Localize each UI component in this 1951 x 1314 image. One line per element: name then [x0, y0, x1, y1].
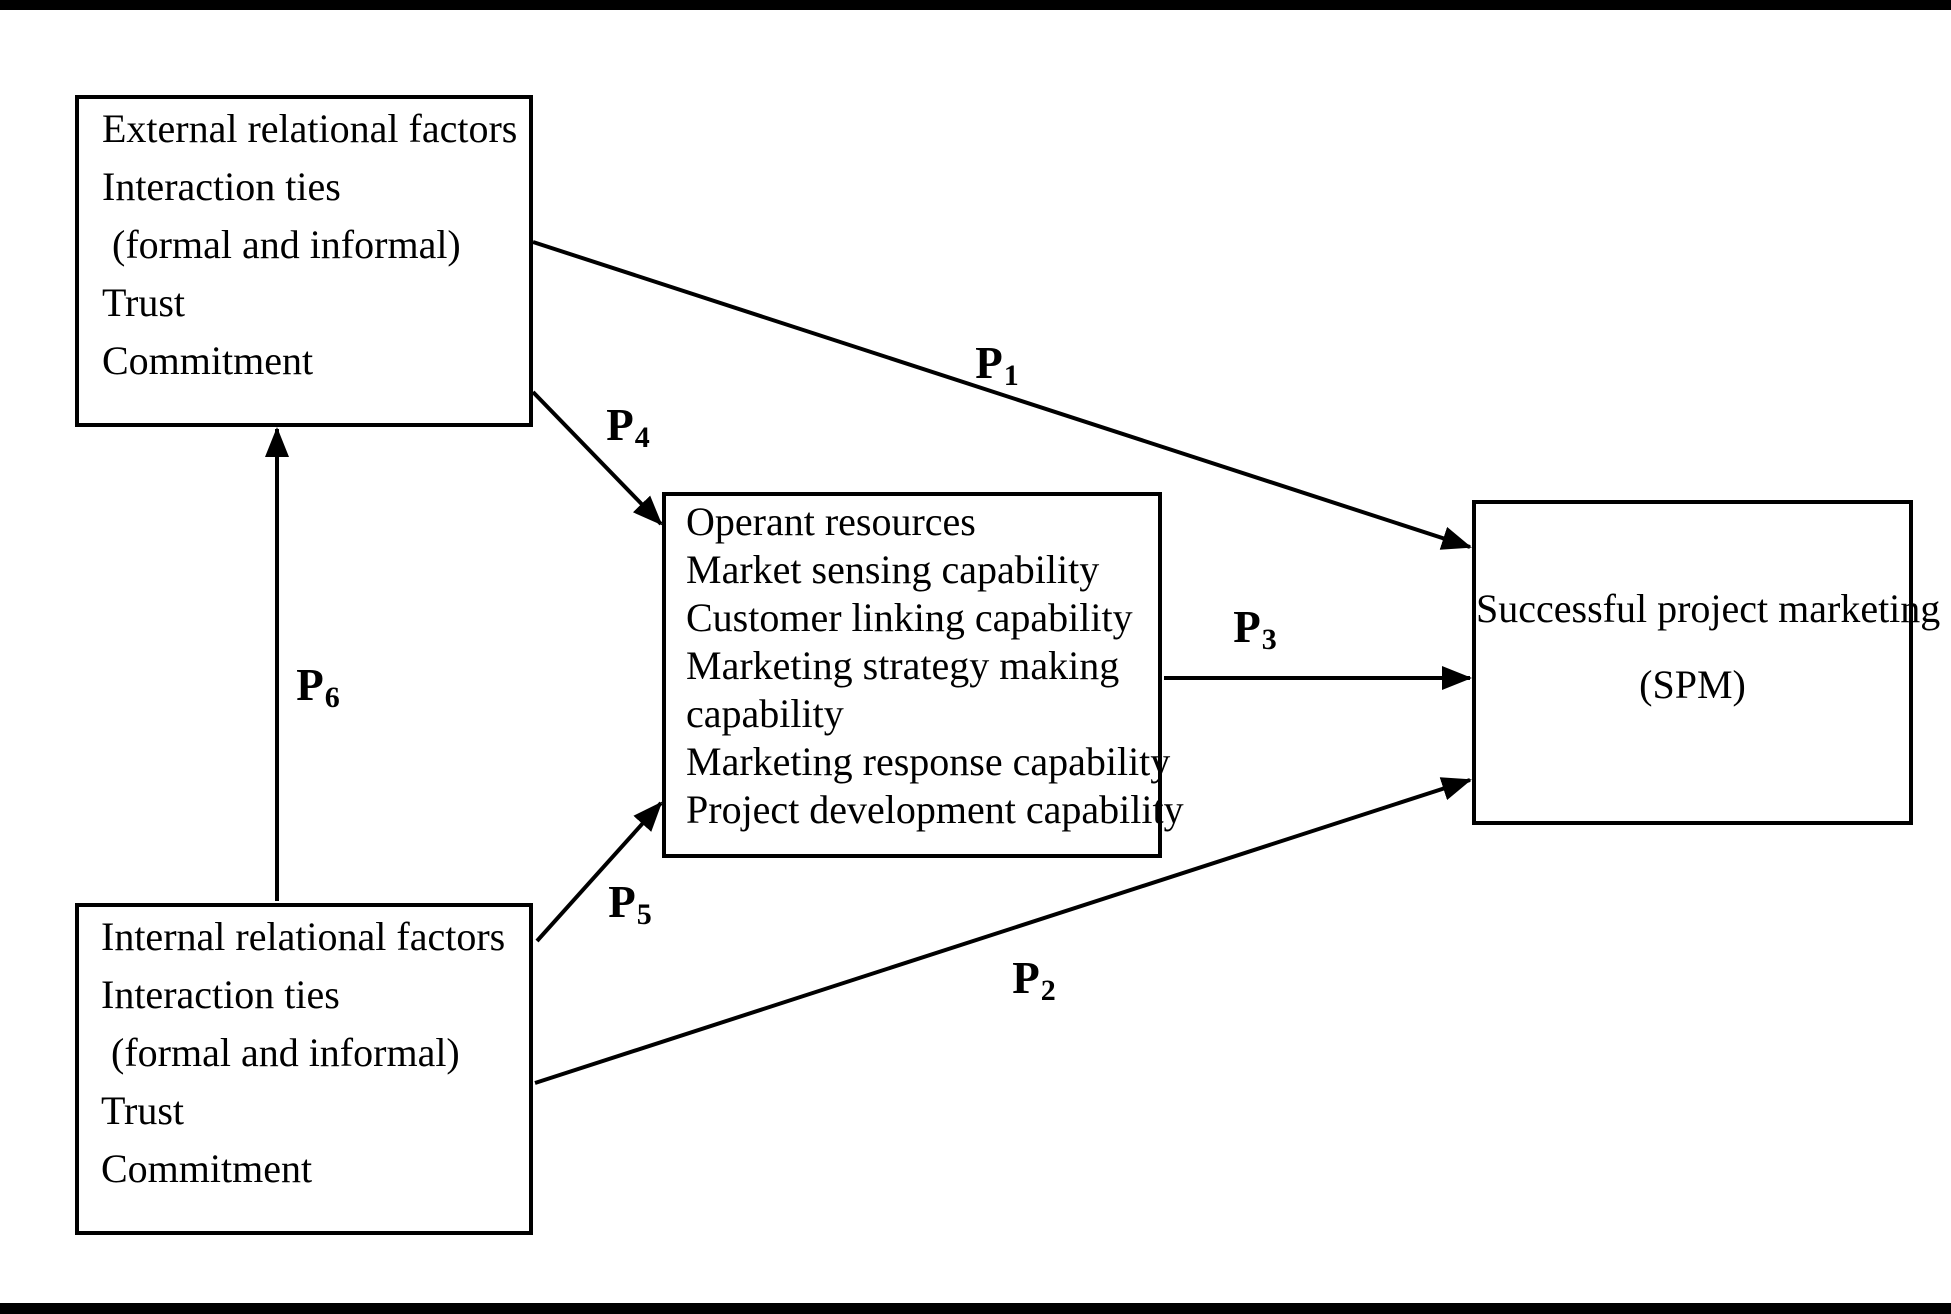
- arrow-label-p5: P5: [608, 876, 652, 931]
- box-line: Market sensing capability: [686, 547, 1100, 592]
- label-base: P: [296, 660, 324, 710]
- label-base: P: [1012, 953, 1040, 1003]
- arrow-p5: [535, 801, 663, 943]
- box-line: Marketing strategy making: [686, 643, 1120, 688]
- box-line: (formal and informal): [102, 222, 461, 267]
- box-line: Marketing response capability: [686, 739, 1171, 784]
- label-base: P: [1233, 602, 1261, 652]
- box-line: capability: [686, 691, 844, 736]
- arrow-p1: [532, 240, 1472, 550]
- arrow-label-p3: P3: [1233, 601, 1277, 656]
- box-line: Successful project marketing: [1476, 586, 1941, 631]
- box-line: Project development capability: [686, 787, 1184, 832]
- label-subscript: 3: [1261, 622, 1277, 656]
- box-line: Trust: [101, 1088, 185, 1133]
- box-line: Commitment: [101, 1146, 313, 1191]
- box-line: Internal relational factors: [101, 914, 506, 959]
- arrow-label-p6: P6: [296, 659, 340, 714]
- box-internal-relational-factors: Internal relational factors Interaction …: [75, 903, 533, 1235]
- box-line: Operant resources: [686, 499, 976, 544]
- arrow-p2: [534, 777, 1472, 1085]
- box-external-relational-factors: External relational factors Interaction …: [75, 95, 533, 427]
- box-line: (formal and informal): [101, 1030, 460, 1075]
- box-line: Interaction ties: [102, 164, 341, 209]
- label-base: P: [975, 338, 1003, 388]
- box-line: External relational factors: [102, 106, 518, 151]
- box-line: Customer linking capability: [686, 595, 1133, 640]
- box-operant-resources: Operant resources Market sensing capabil…: [662, 492, 1184, 858]
- label-subscript: 6: [324, 680, 340, 714]
- label-subscript: 1: [1003, 358, 1019, 392]
- box-line: (SPM): [1639, 662, 1746, 707]
- top-border-bar: [0, 0, 1951, 10]
- label-subscript: 5: [636, 897, 652, 931]
- label-base: P: [606, 400, 634, 450]
- arrow-p4: [531, 390, 663, 526]
- arrow-label-p1: P1: [975, 337, 1019, 392]
- bottom-border-bar: [0, 1303, 1951, 1314]
- box-successful-project-marketing: Successful project marketing (SPM): [1472, 500, 1941, 825]
- label-subscript: 4: [634, 420, 650, 454]
- arrow-label-p4: P4: [606, 399, 650, 454]
- label-subscript: 2: [1040, 973, 1056, 1007]
- box-line: Commitment: [102, 338, 314, 383]
- label-base: P: [608, 877, 636, 927]
- box-line: Interaction ties: [101, 972, 340, 1017]
- box-line: Trust: [102, 280, 186, 325]
- arrow-label-p2: P2: [1012, 952, 1056, 1007]
